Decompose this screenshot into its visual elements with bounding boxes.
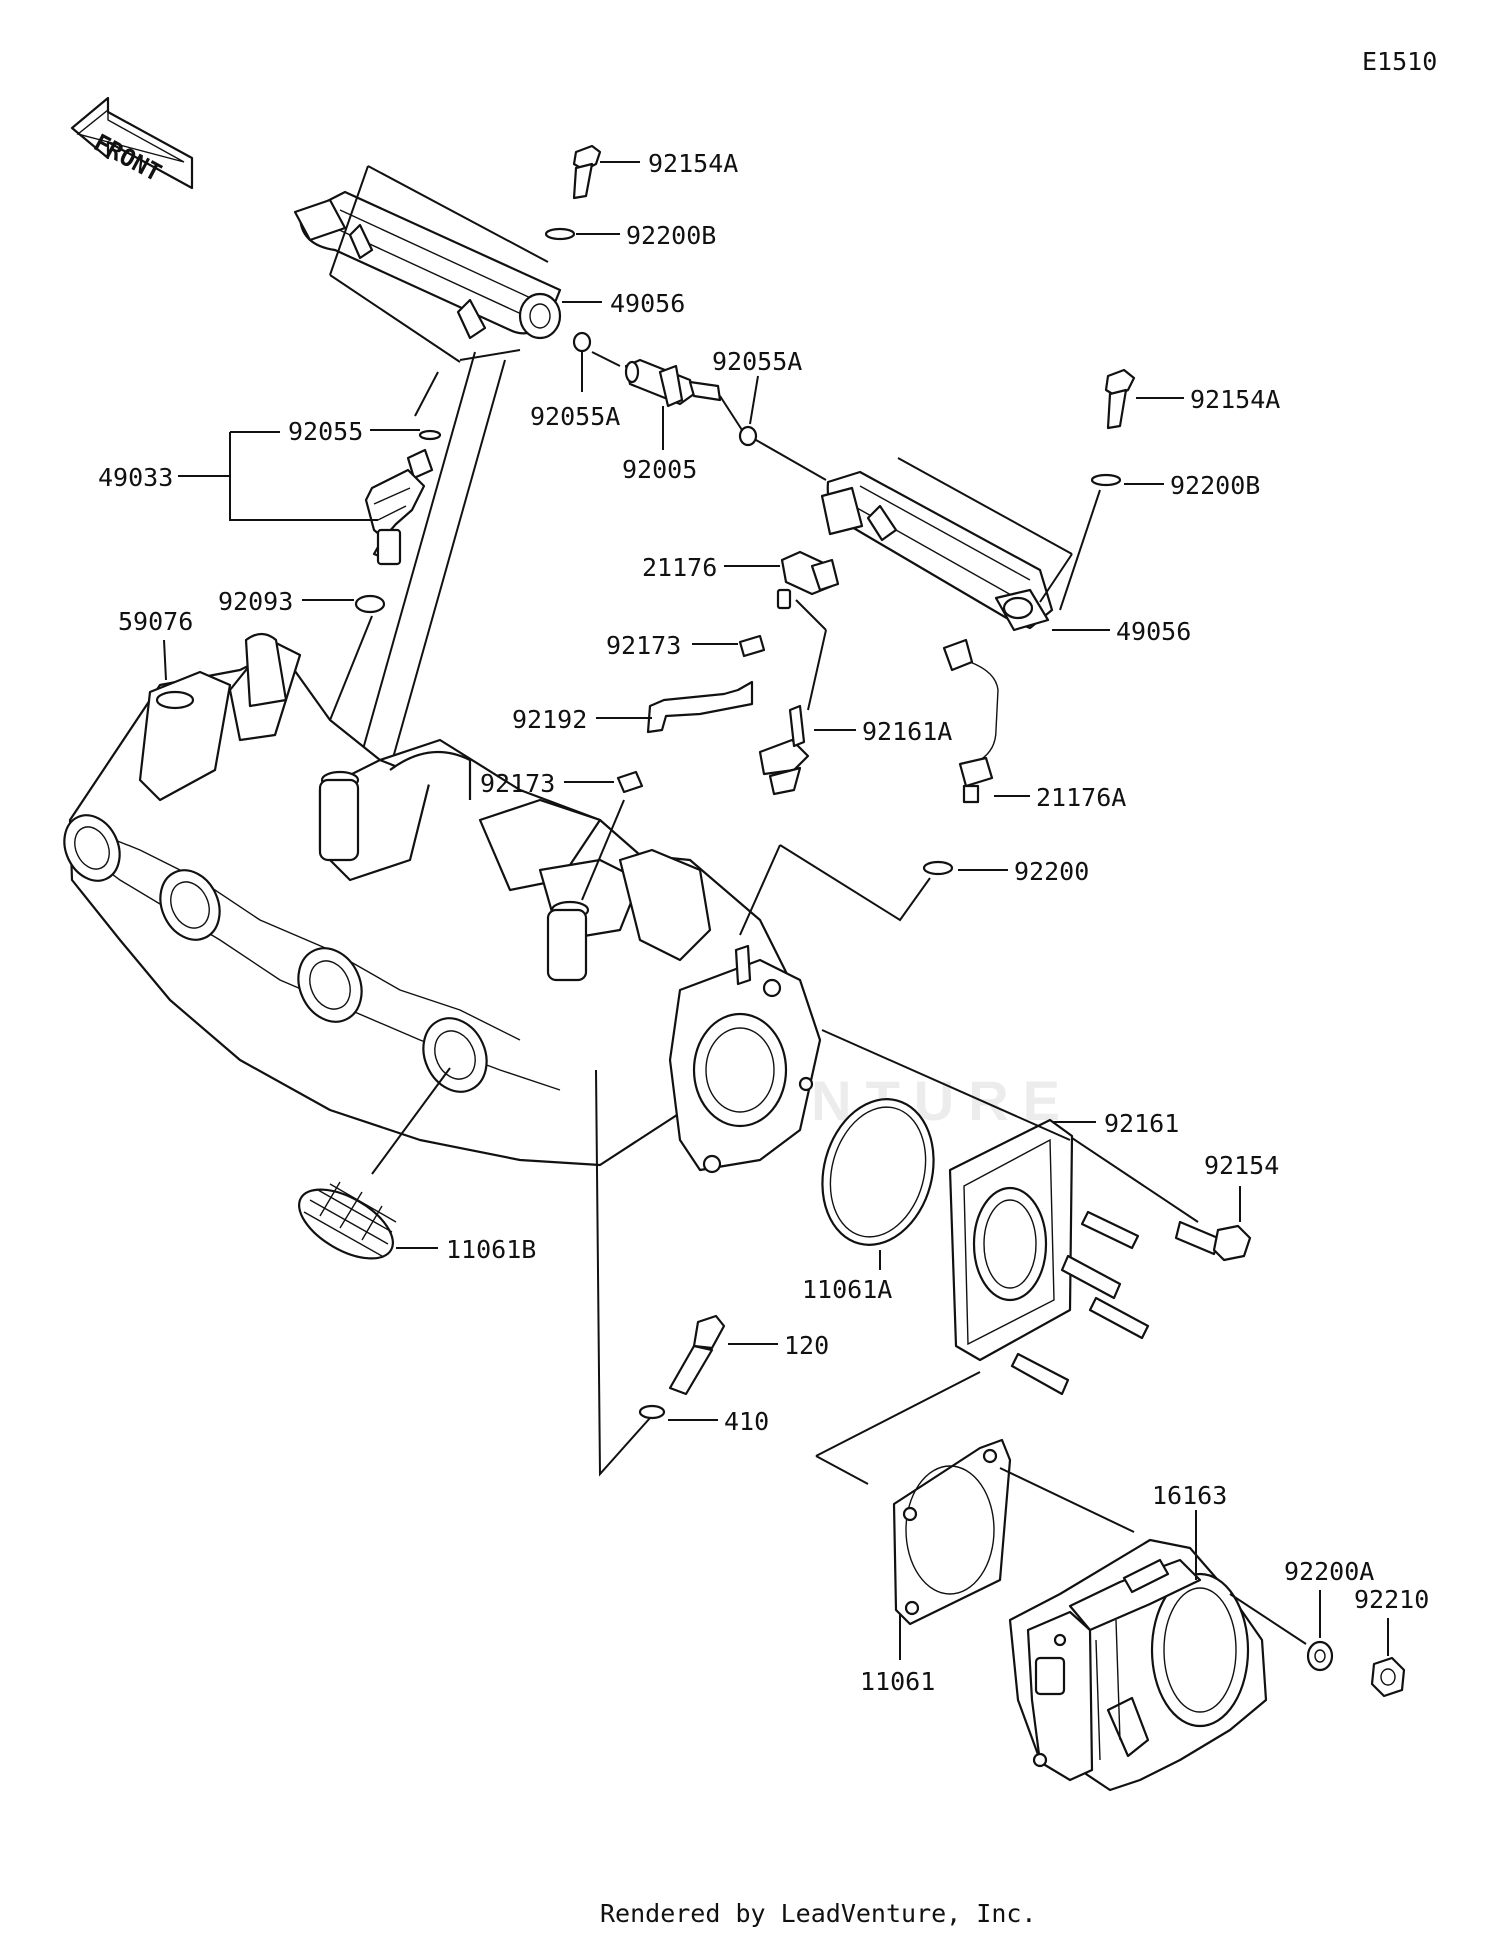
footer-credit: Rendered by LeadVenture, Inc. <box>600 1899 1037 1928</box>
label-92154a-right: 92154A <box>1190 385 1280 414</box>
clamp-92173-top <box>738 634 766 658</box>
fitting-92005 <box>624 358 722 408</box>
label-92005: 92005 <box>622 455 697 484</box>
collar-92093 <box>354 594 386 614</box>
label-92055a-right: 92055A <box>712 347 802 376</box>
gasket-11061 <box>892 1438 1012 1626</box>
washer-92200a <box>1306 1640 1334 1672</box>
diagram-code: E1510 <box>1362 47 1437 76</box>
washer-410 <box>638 1404 666 1420</box>
oring-92055 <box>418 429 442 441</box>
label-92200a: 92200A <box>1284 1557 1374 1586</box>
label-11061b: 11061B <box>446 1235 536 1264</box>
bolt-92154 <box>1174 1220 1252 1262</box>
label-11061: 11061 <box>860 1667 935 1696</box>
label-92200b-right: 92200B <box>1170 471 1260 500</box>
label-49033: 49033 <box>98 463 173 492</box>
label-92055: 92055 <box>288 417 363 446</box>
valve-92161a <box>758 704 810 796</box>
spacer-92161 <box>948 1118 1150 1396</box>
label-92173-bottom: 92173 <box>480 769 555 798</box>
washer-92200b-right <box>1090 473 1122 487</box>
washer-92200b-top <box>544 227 576 241</box>
label-21176: 21176 <box>642 553 717 582</box>
label-120: 120 <box>784 1331 829 1360</box>
label-21176a: 21176A <box>1036 783 1126 812</box>
oring-92055a-right <box>738 425 758 447</box>
label-92192: 92192 <box>512 705 587 734</box>
label-410: 410 <box>724 1407 769 1436</box>
label-92154a-top: 92154A <box>648 149 738 178</box>
label-59076: 59076 <box>118 607 193 636</box>
label-92055a-left: 92055A <box>530 402 620 431</box>
bracket-49033 <box>178 431 378 521</box>
bolt-92154a-right <box>1104 368 1136 430</box>
throttle-body-16163 <box>1008 1538 1268 1792</box>
leader-11061 <box>815 1371 981 1485</box>
label-92093: 92093 <box>218 587 293 616</box>
label-92154: 92154 <box>1204 1151 1279 1180</box>
label-92200: 92200 <box>1014 857 1089 886</box>
label-49056-right: 49056 <box>1116 617 1191 646</box>
washer-92200 <box>922 860 954 876</box>
oring-11061a <box>821 1098 935 1246</box>
leader-92161 <box>821 1029 1199 1223</box>
nut-92210 <box>1370 1656 1406 1698</box>
screen-11061b <box>298 1181 397 1260</box>
label-92161: 92161 <box>1104 1109 1179 1138</box>
leader-bracket-rail-right <box>897 457 1073 603</box>
label-92161a: 92161A <box>862 717 952 746</box>
label-92173-top: 92173 <box>606 631 681 660</box>
injector-49033 <box>364 448 434 566</box>
oring-92055a-left <box>572 331 592 353</box>
sensor-21176 <box>776 550 840 610</box>
leader-bracket-rail-top <box>329 165 549 363</box>
leader-410 <box>595 1069 651 1477</box>
bolt-92154a-top <box>572 144 602 200</box>
leader-92200 <box>739 844 931 936</box>
sensor-21176a <box>942 638 999 804</box>
clamp-92173-bottom <box>616 770 644 794</box>
hose-92192 <box>646 680 754 734</box>
fuel-rail-left <box>293 190 562 340</box>
label-92210: 92210 <box>1354 1585 1429 1614</box>
label-16163: 16163 <box>1152 1481 1227 1510</box>
label-92200b-top: 92200B <box>626 221 716 250</box>
intake-manifold-59076 <box>63 632 822 1174</box>
front-arrow-icon: FRONT <box>70 96 194 190</box>
fuel-rail-right <box>820 470 1054 632</box>
label-11061a: 11061A <box>802 1275 892 1304</box>
label-49056-top: 49056 <box>610 289 685 318</box>
bolt-120 <box>668 1314 726 1396</box>
